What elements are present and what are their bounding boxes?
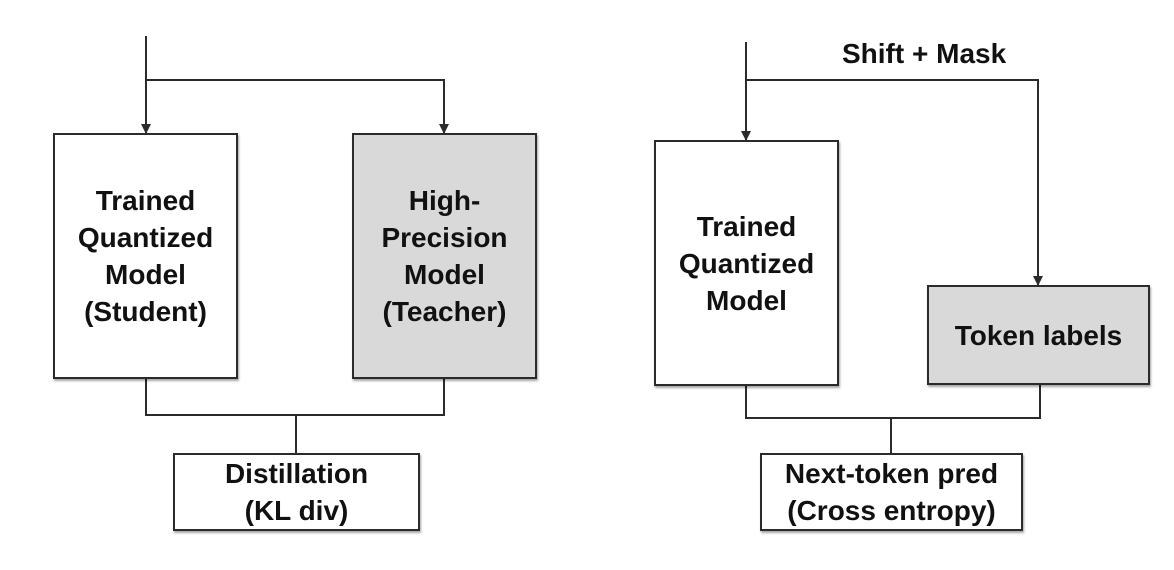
- distillation-loss-box: Distillation (KL div): [173, 453, 420, 531]
- quantized-model-box: Trained Quantized Model: [654, 140, 839, 386]
- next-token-loss-box: Next-token pred (Cross entropy): [760, 453, 1023, 531]
- token-labels-box: Token labels: [927, 285, 1150, 385]
- student-teacher-merge-line: [145, 378, 445, 416]
- student-model-box: Trained Quantized Model (Student): [53, 133, 238, 379]
- model-labels-merge-line: [745, 385, 1041, 419]
- input-to-token-labels-arrow: [746, 79, 1043, 286]
- shift-mask-label: Shift + Mask: [842, 38, 1007, 69]
- teacher-model-box: High- Precision Model (Teacher): [352, 133, 537, 379]
- input-to-teacher-arrow: [146, 79, 449, 134]
